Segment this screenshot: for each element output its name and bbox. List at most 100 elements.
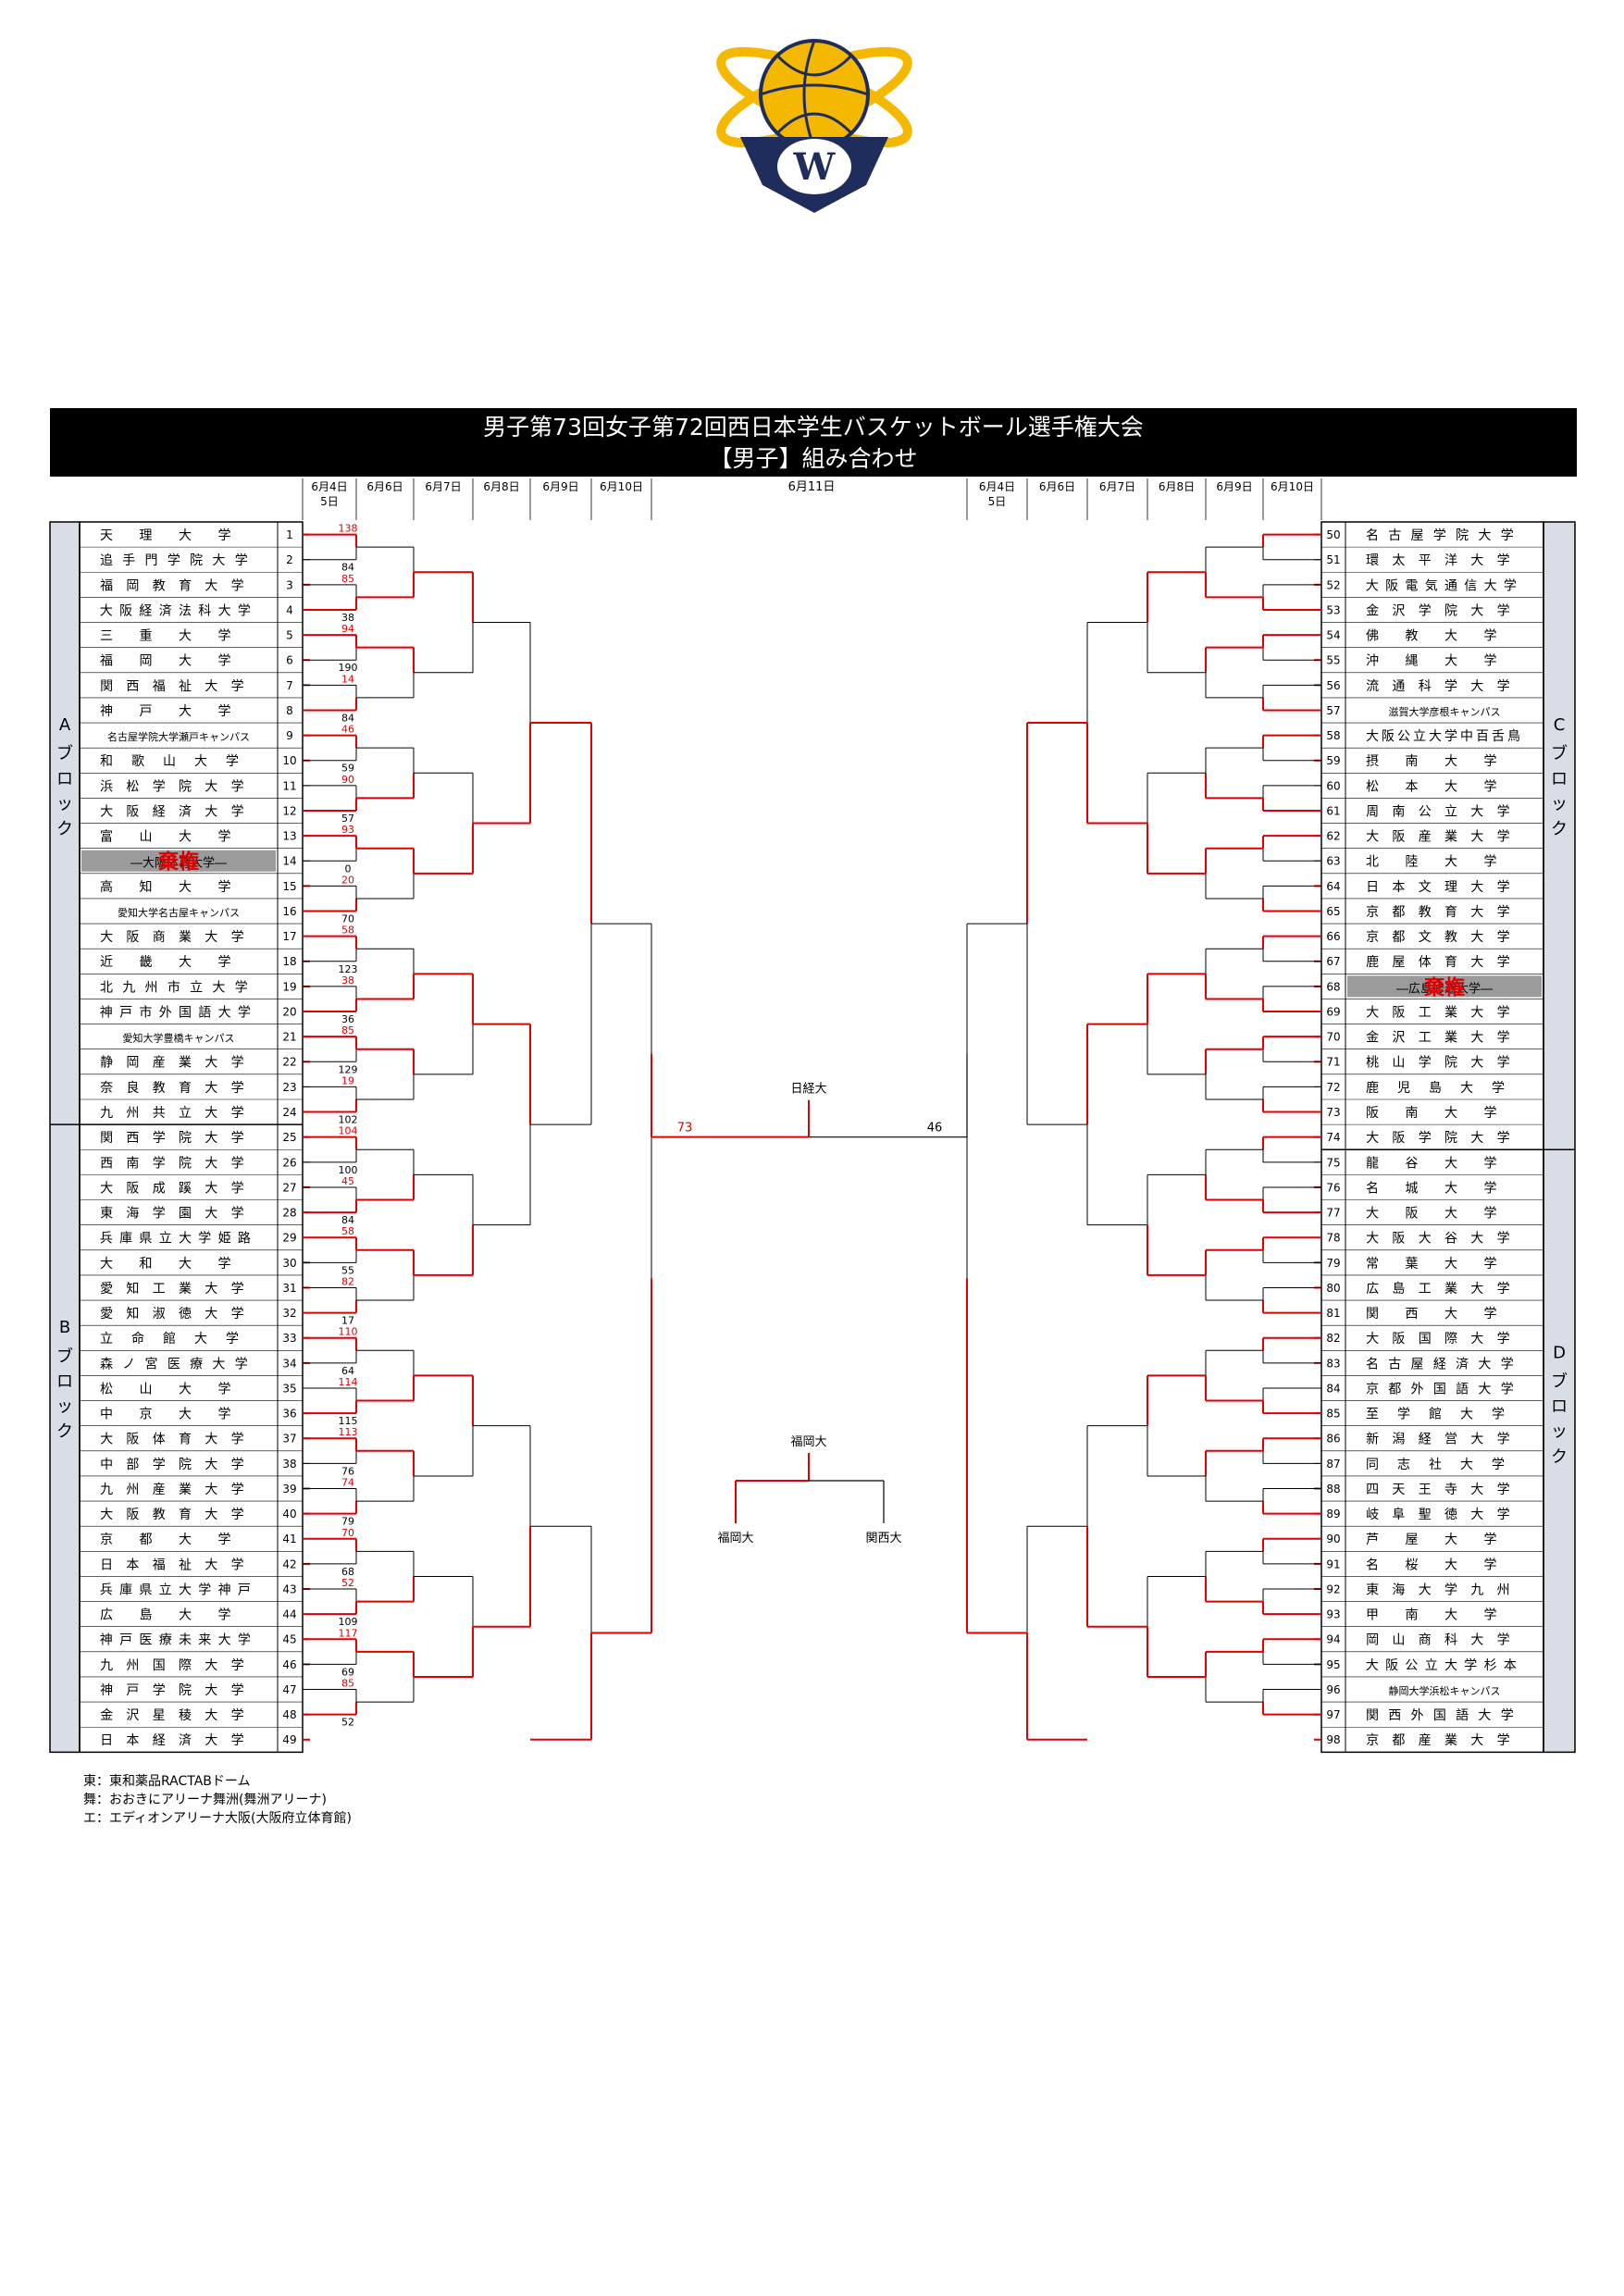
team-number: 57 xyxy=(1326,704,1340,717)
score-label: 38 xyxy=(341,612,354,624)
team-number: 50 xyxy=(1326,528,1340,541)
block-label-d: ブ xyxy=(1551,1371,1568,1391)
block-label-a: A xyxy=(59,715,71,735)
team-number: 55 xyxy=(1326,654,1340,667)
date-label: 6月9日 xyxy=(1216,480,1252,493)
team-name: 中部学院大学 xyxy=(100,1458,257,1472)
block-label-b: ッ xyxy=(56,1397,73,1417)
team-name: 広島工業大学 xyxy=(1366,1282,1523,1297)
team-name: 大阪産業大学 xyxy=(1366,830,1523,845)
score-label: 84 xyxy=(341,712,354,724)
team-number: 12 xyxy=(282,804,296,817)
team-number: 20 xyxy=(282,1005,296,1018)
team-name: 森ノ宮医療大学 xyxy=(100,1356,257,1371)
team-name: 愛知工業大学 xyxy=(100,1281,257,1297)
team-number: 21 xyxy=(282,1031,296,1044)
team-name: 大阪成蹊大学 xyxy=(100,1181,257,1196)
block-label-b: ロ xyxy=(56,1371,73,1391)
score-label: 138 xyxy=(339,523,358,535)
team-name: 大阪学院大学 xyxy=(1366,1131,1523,1146)
team-number: 44 xyxy=(282,1608,296,1621)
team-name: 大阪経済法科大学 xyxy=(100,603,257,618)
team-name: 日本経済大学 xyxy=(100,1733,257,1748)
team-name: 佛教大学 xyxy=(1366,629,1523,644)
team-number: 32 xyxy=(282,1307,296,1320)
score-label: 64 xyxy=(341,1365,354,1377)
team-number: 90 xyxy=(1326,1533,1340,1545)
date-label: 6月7日 xyxy=(1099,480,1135,493)
team-name: 大阪経済大学 xyxy=(100,804,257,819)
team-name: 兵庫県立大学神戸 xyxy=(100,1582,257,1597)
team-number: 46 xyxy=(282,1658,296,1671)
block-label-a: ブ xyxy=(56,743,73,763)
team-number: 42 xyxy=(282,1558,296,1570)
score-label: 85 xyxy=(341,573,354,585)
team-number: 27 xyxy=(282,1181,296,1194)
team-number: 80 xyxy=(1326,1282,1340,1295)
team-name: 九州産業大学 xyxy=(100,1483,257,1497)
block-label-a: ク xyxy=(56,820,73,839)
team-number: 85 xyxy=(1326,1408,1340,1421)
team-number: 22 xyxy=(282,1056,296,1069)
score-label: 85 xyxy=(341,1024,354,1036)
block-label-c: ロ xyxy=(1551,769,1568,788)
team-name: 富山大学 xyxy=(100,829,257,845)
team-number: 19 xyxy=(282,980,296,993)
team-number: 45 xyxy=(282,1633,296,1646)
team-name: 福岡大学 xyxy=(100,654,257,669)
team-number: 23 xyxy=(282,1081,296,1094)
team-name: 同志社大学 xyxy=(1366,1458,1523,1472)
team-name: 天理大学 xyxy=(100,528,257,543)
team-name: 名古屋学院大学瀬戸キャンパス xyxy=(107,730,250,743)
team-number: 93 xyxy=(1326,1608,1340,1621)
team-name: 関西外国語大学 xyxy=(1366,1708,1523,1723)
score-label: 57 xyxy=(341,813,354,825)
score-label: 114 xyxy=(339,1376,358,1388)
team-name: 関西学院大学 xyxy=(100,1131,257,1146)
team-number: 39 xyxy=(282,1483,296,1496)
team-number: 81 xyxy=(1326,1307,1340,1320)
team-name: 神戸市外国語大学 xyxy=(100,1004,257,1020)
team-number: 8 xyxy=(286,704,293,717)
team-name: 神戸医療未来大学 xyxy=(100,1632,257,1648)
final-score: 46 xyxy=(927,1122,943,1136)
third-place-winner: 福岡大 xyxy=(790,1435,826,1449)
score-label: 84 xyxy=(341,1214,354,1226)
team-name: 静岡大学浜松キャンパス xyxy=(1389,1684,1501,1697)
team-name: 周南公立大学 xyxy=(1366,804,1523,819)
team-number: 3 xyxy=(286,578,293,591)
legend-item: エ：エディオンアリーナ大阪(大阪府立体育館) xyxy=(83,1811,352,1826)
team-name: 大阪国際大学 xyxy=(1366,1332,1523,1347)
score-label: 36 xyxy=(341,1013,354,1025)
score-label: 68 xyxy=(341,1566,354,1578)
team-name: 北九州市立大学 xyxy=(100,979,257,995)
date-label: 6月8日 xyxy=(1159,480,1195,493)
team-number: 10 xyxy=(282,754,296,767)
team-number: 82 xyxy=(1326,1332,1340,1345)
date-label: 6月9日 xyxy=(542,480,578,493)
score-label: 90 xyxy=(341,774,354,786)
final-score: 73 xyxy=(677,1122,693,1136)
team-name: 四天王寺大学 xyxy=(1366,1483,1523,1497)
team-name: 東海大学九州 xyxy=(1366,1582,1523,1597)
team-name: 追手門学院大学 xyxy=(100,553,257,568)
date-label: 6月8日 xyxy=(483,480,519,493)
team-number: 30 xyxy=(282,1257,296,1270)
team-name: 鹿屋体育大学 xyxy=(1366,954,1523,970)
team-number: 33 xyxy=(282,1332,296,1345)
team-name: 和歌山大学 xyxy=(100,754,257,769)
team-number: 97 xyxy=(1326,1708,1340,1721)
team-number: 65 xyxy=(1326,905,1340,918)
score-label: 93 xyxy=(341,824,354,836)
score-label: 59 xyxy=(341,763,354,775)
team-number: 77 xyxy=(1326,1207,1340,1220)
score-label: 19 xyxy=(341,1074,354,1086)
team-number: 73 xyxy=(1326,1106,1340,1119)
team-name: 京都教育大学 xyxy=(1366,905,1523,920)
team-number: 60 xyxy=(1326,779,1340,792)
team-name: 西南学院大学 xyxy=(100,1156,257,1171)
team-name: 阪南大学 xyxy=(1366,1106,1523,1121)
team-number: 79 xyxy=(1326,1257,1340,1270)
score-label: 82 xyxy=(341,1275,354,1287)
team-number: 7 xyxy=(286,679,293,692)
